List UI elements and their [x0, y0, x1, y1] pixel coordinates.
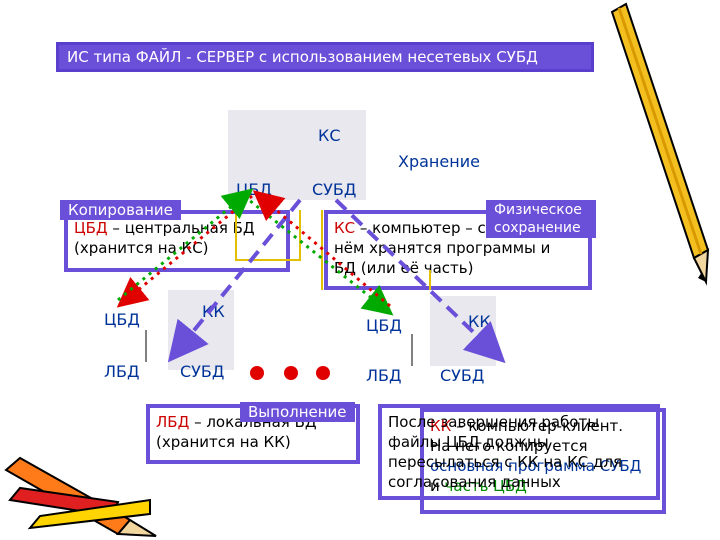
client-left-db: ЦБД	[104, 310, 140, 329]
exec-arrow-right	[334, 198, 506, 364]
client-right-db: ЦБД	[366, 316, 402, 335]
after-line1: После завершения работы	[388, 413, 600, 431]
after-line2: файлы ЦБД должны	[388, 433, 549, 451]
sync-label: Физическое сохранение	[486, 200, 596, 238]
page-title: ИС типа ФАЙЛ - СЕРВЕР с использованием н…	[56, 42, 594, 72]
client-right-dbms: СУБД	[440, 366, 485, 385]
server-label: КС	[318, 126, 341, 145]
ellipsis-dot	[284, 366, 298, 380]
client-left-local: ЛБД	[104, 362, 140, 381]
ks-term: КС	[334, 219, 356, 237]
kk-line4-prefix: и	[430, 477, 445, 495]
exec-label: Выполнение	[240, 402, 355, 422]
cbd-term: ЦБД	[74, 219, 108, 237]
copy-arrow-green	[243, 194, 394, 316]
server-dbms: СУБД	[312, 180, 357, 199]
lbd-location: (хранится на КК)	[156, 433, 291, 451]
client-right-local: ЛБД	[366, 366, 402, 385]
client-left-dbms: СУБД	[180, 362, 225, 381]
ellipsis-dot	[250, 366, 264, 380]
kk-line4-highlight: часть ЦБД	[444, 477, 527, 495]
pencil-icon	[610, 2, 710, 286]
ellipsis-dot	[316, 366, 330, 380]
copy-label: Копирование	[60, 200, 181, 220]
after-line3: пересылаться с КК на КС для	[388, 453, 622, 471]
kk-line2: На него копируется	[430, 437, 588, 455]
ks-line3: БД (или её часть)	[334, 259, 474, 277]
sync-arrow-green	[117, 188, 254, 302]
lbd-term: ЛБД	[156, 413, 190, 431]
after-work-box: После завершения работы файлы ЦБД должны…	[378, 404, 660, 500]
after-line4: согласования данных	[388, 473, 561, 491]
kk-term: КК	[430, 417, 452, 435]
kk-line3: основная программа СУБД	[430, 457, 642, 475]
client-left-label: КК	[202, 302, 225, 321]
copy-arrow-red	[116, 194, 253, 308]
crayons-icon	[4, 456, 157, 537]
storage-label: Хранение	[398, 152, 480, 171]
sync-arrow-red	[252, 190, 391, 308]
exec-arrow-left	[167, 198, 302, 363]
kk-definition: – компьютер-клиент.	[451, 417, 624, 435]
server-panel	[228, 110, 366, 200]
